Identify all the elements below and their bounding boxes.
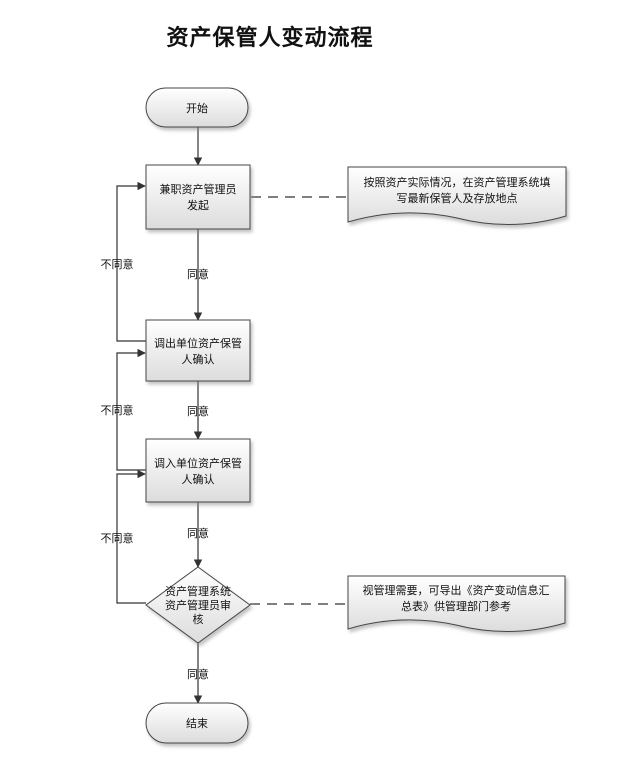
disagree-loops [116,181,146,604]
label-agree-2: 同意 [187,404,209,418]
initiate-label-line2: 发起 [187,198,209,212]
loop-in-to-out [116,348,146,471]
end-node: 结束 [145,702,249,744]
note2-line1: 视管理需要，可导出《资产变动信息汇 [363,583,550,597]
page-title: 资产保管人变动流程 [166,26,374,51]
label-disagree-3: 不同意 [101,531,134,545]
in-confirm-node: 调入单位资产保管 人确认 [145,438,251,503]
initiate-node: 兼职资产管理员 发起 [145,164,251,230]
in-confirm-label-line2: 人确认 [182,473,215,486]
review-label-line2: 资产管理员审 [165,598,231,612]
end-label: 结束 [186,717,208,730]
initiate-label-line1: 兼职资产管理员 [160,182,237,196]
label-agree-1: 同意 [187,267,209,281]
label-disagree-2: 不同意 [101,403,134,417]
note2-document: 视管理需要，可导出《资产变动信息汇 总表》供管理部门参考 [347,575,566,633]
loop-review-to-in [116,469,146,604]
start-label: 开始 [186,101,208,115]
label-agree-4: 同意 [187,667,209,681]
in-confirm-label-line1: 调入单位资产保管 [154,456,242,470]
label-agree-3: 同意 [187,526,209,540]
note1-document: 按照资产实际情况，在资产管理系统填 写最新保管人及存放地点 [347,166,567,226]
out-confirm-label-line1: 调出单位资产保管 [154,336,242,350]
out-confirm-node: 调出单位资产保管 人确认 [145,319,251,382]
edge-labels: 同意 同意 同意 同意 不同意 不同意 不同意 [101,257,210,681]
review-label-line1: 资产管理系统 [165,584,231,598]
note1-line1: 按照资产实际情况，在资产管理系统填 [364,175,551,189]
note2-line2: 总表》供管理部门参考 [401,599,511,613]
note-links [250,196,348,605]
out-confirm-label-line2: 人确认 [182,353,215,366]
review-decision-node: 资产管理系统 资产管理员审 核 [145,566,251,644]
loop-out-to-initiate [116,181,146,342]
note1-line2: 写最新保管人及存放地点 [397,191,518,205]
start-node: 开始 [145,87,249,128]
label-disagree-1: 不同意 [101,257,134,271]
review-label-line3: 核 [193,612,204,626]
